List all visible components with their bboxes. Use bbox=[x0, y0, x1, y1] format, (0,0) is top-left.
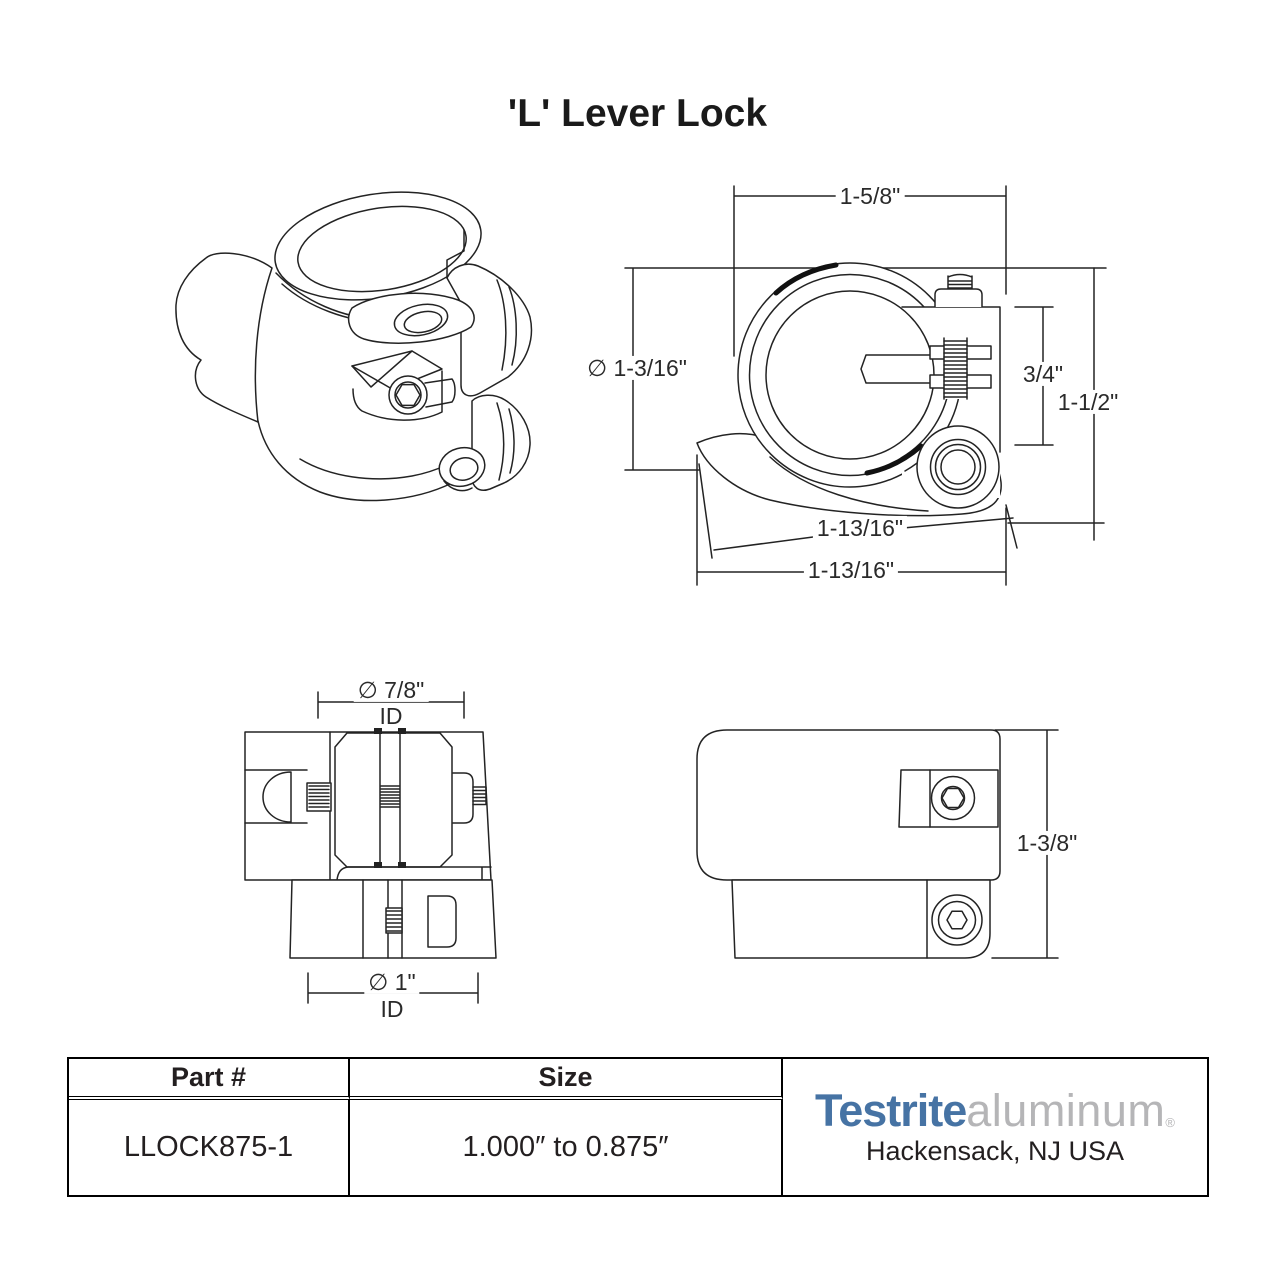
front-lever-lock bbox=[696, 262, 1002, 517]
brand-name: Testrite bbox=[815, 1084, 967, 1136]
brand-suffix: aluminum bbox=[966, 1084, 1166, 1136]
dim-small-id-label: ID bbox=[378, 702, 404, 729]
dim-large-id-label: ID bbox=[379, 995, 405, 1022]
dim-small-id: ∅ 7/8" bbox=[353, 678, 429, 702]
part-number-value: LLOCK875-1 bbox=[69, 1100, 350, 1195]
dim-width-top: 1-5/8" bbox=[835, 184, 905, 208]
brand-location: Hackensack, NJ USA bbox=[865, 1135, 1125, 1166]
perspective-view-drawing bbox=[175, 191, 533, 502]
top-view-drawing bbox=[244, 691, 497, 1004]
top-lever-lock bbox=[244, 728, 497, 959]
size-header: Size bbox=[350, 1059, 783, 1100]
side-lever-lock bbox=[696, 729, 1001, 959]
registered-trademark-icon: ® bbox=[1165, 1114, 1175, 1130]
front-view-drawing bbox=[624, 185, 1107, 586]
spec-table: Part # Size LLOCK875-1 1.000″ to 0.875″ … bbox=[67, 1057, 1209, 1197]
dim-large-id: ∅ 1" bbox=[364, 970, 420, 994]
dim-side-height: 1-3/8" bbox=[1012, 831, 1082, 855]
dim-overall-height: 1-1/2" bbox=[1053, 390, 1123, 414]
side-view-drawing bbox=[696, 729, 1059, 959]
lever-lock-3d bbox=[175, 191, 533, 502]
dim-clamp-height: 3/4" bbox=[1018, 362, 1068, 386]
dim-bore-diameter: ∅ 1-3/16" bbox=[583, 356, 691, 380]
size-value: 1.000″ to 0.875″ bbox=[350, 1100, 783, 1195]
page-title: 'L' Lever Lock bbox=[507, 92, 768, 135]
dim-overall-length: 1-13/16" bbox=[803, 558, 899, 582]
dim-lever-length: 1-13/16" bbox=[812, 516, 908, 540]
part-number-header: Part # bbox=[69, 1059, 350, 1100]
